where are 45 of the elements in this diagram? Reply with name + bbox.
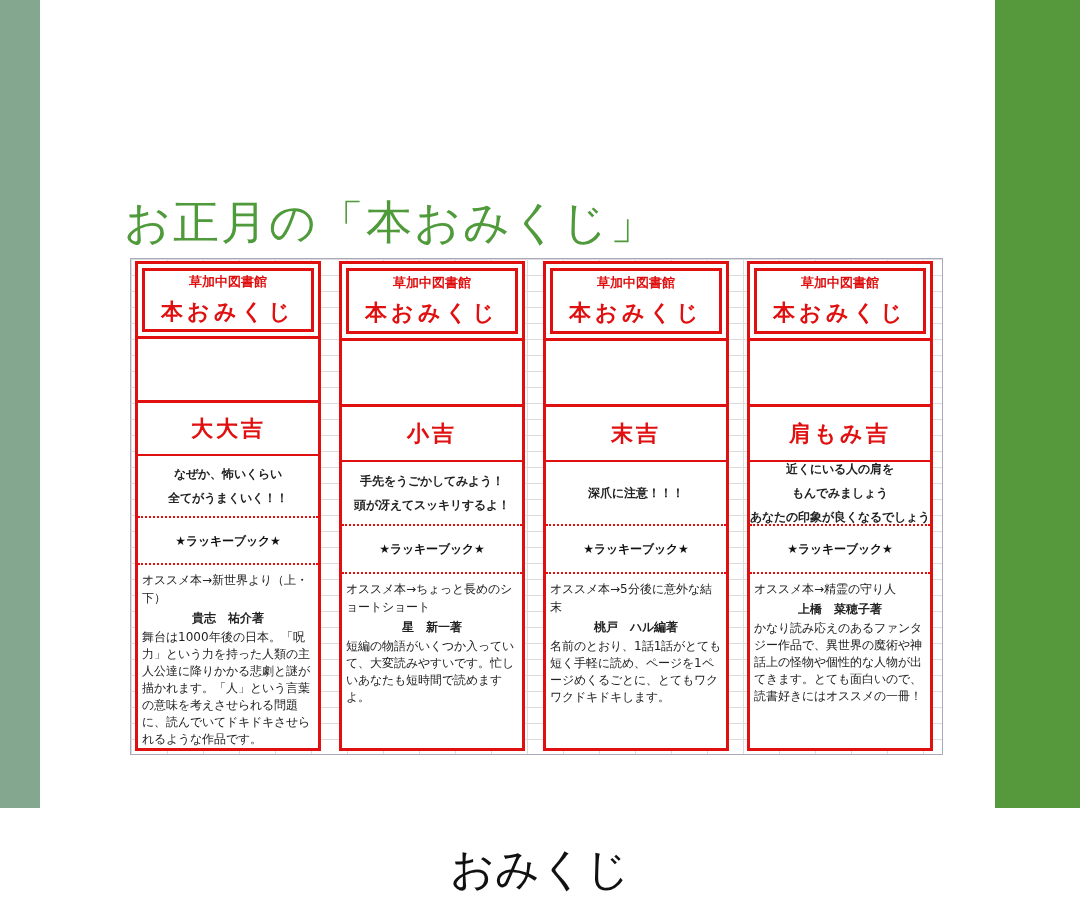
library-name: 草加中図書館: [801, 273, 879, 292]
omikuji-strip: [747, 261, 933, 751]
fortune-message: 深爪に注意！！！: [588, 485, 684, 502]
fortune-panel: [546, 404, 726, 462]
book-author: 上橋 菜穂子著: [797, 601, 883, 618]
fortune-panel: [138, 400, 318, 457]
library-name: 草加中図書館: [393, 273, 471, 292]
lucky-book-heading: ★ラッキーブック★: [379, 541, 485, 558]
lucky-book-heading: ★ラッキーブック★: [583, 541, 689, 558]
omikuji-strip: [543, 261, 729, 751]
book-description: 舞台は1000年後の日本。「呪力」という力を持った人類の主人公達に降りかかる悲劇と謎が描かれます。「人」という言葉の意味を考えさせられる問題に、読んでいてドキドキさせられるような作品です。: [142, 629, 314, 748]
book-author: 貴志 祐介著: [191, 610, 265, 627]
fortune-message: なぜか、怖いくらい: [174, 466, 282, 484]
fortune-result: 末吉: [611, 419, 661, 448]
book-author: 星 新一著: [401, 619, 463, 636]
lucky-book-heading: ★ラッキーブック★: [175, 532, 281, 550]
omikuji-strip: [339, 261, 525, 751]
header-panel: [754, 268, 926, 334]
header-panel: [346, 268, 518, 334]
fortune-panel: [342, 404, 522, 462]
fortune-message: 頭が冴えてスッキリするよ！: [354, 497, 510, 514]
fortune-message: 近くにいる人の肩を: [786, 461, 894, 478]
slide-title: お正月の「本おみくじ」: [124, 194, 658, 251]
library-name: 草加中図書館: [597, 273, 675, 292]
library-name: 草加中図書館: [189, 272, 267, 291]
header-panel: [550, 268, 722, 334]
fortune-message: あなたの印象が良くなるでしょう: [750, 509, 930, 526]
fortune-result: 肩もみ吉: [789, 419, 891, 448]
caption: おみくじ: [449, 842, 631, 896]
fortune-message: 全てがうまくいく！！: [168, 490, 288, 508]
header-title: 本おみくじ: [773, 298, 907, 328]
header-panel: [142, 268, 314, 333]
header-title: 本おみくじ: [365, 298, 499, 328]
fortune-result: 大大吉: [190, 414, 266, 444]
fortune-panel: [750, 404, 930, 462]
fortune-message: もんでみましょう: [792, 485, 888, 502]
header-title: 本おみくじ: [161, 297, 295, 327]
lucky-book-heading: ★ラッキーブック★: [787, 541, 893, 558]
book-author: 桃戸 ハル編著: [593, 619, 679, 636]
fortune-result: 小吉: [407, 419, 457, 448]
message-panel: [750, 462, 930, 526]
book-description: 名前のとおり、1話1話がとても短く手軽に読め、ページを1ページめくるごとに、とてもワクワクドキドキします。: [550, 638, 722, 706]
fortune-message: 手先をうごかしてみよう！: [360, 473, 504, 490]
omikuji-strip: [135, 261, 321, 751]
header-title: 本おみくじ: [569, 298, 703, 328]
